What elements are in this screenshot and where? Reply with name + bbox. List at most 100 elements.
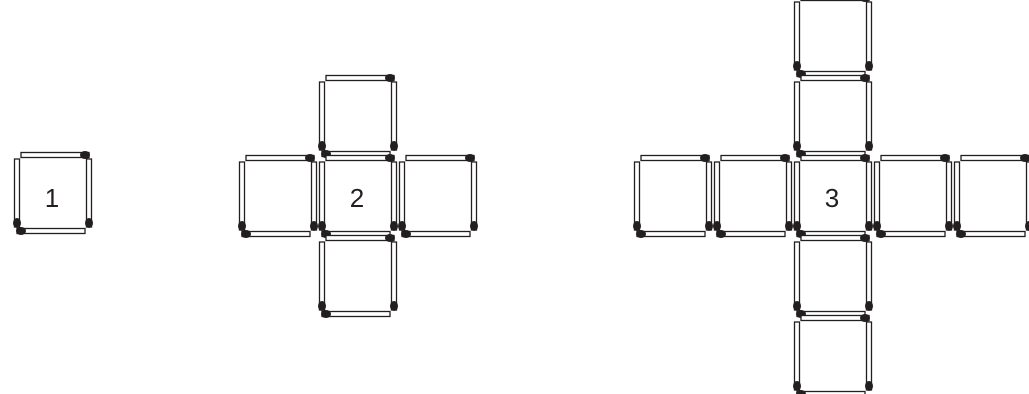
matchstick-body [867,2,872,70]
matchstick-head [321,310,331,318]
matchstick [390,82,398,151]
figure-2-label: 2 [350,183,364,213]
matchstick [716,230,785,238]
matchstick-head [865,381,873,391]
matchstick [961,154,1029,162]
matchstick-head [16,227,26,235]
matchstick-body [326,76,394,81]
matchstick [246,154,315,162]
matchstick [406,154,475,162]
matchstick-head [398,221,406,231]
matchstick-body [877,232,945,237]
matchstick-head [700,154,710,162]
matchstick [636,230,705,238]
matchstick-body [795,82,800,150]
matchstick-body [801,76,869,81]
matchstick [873,162,881,231]
matchstick-head [940,154,950,162]
matchstick [21,151,90,159]
matchstick-head [780,154,790,162]
matchstick-head [865,141,873,151]
matchstick-head [318,141,326,151]
matchstick [390,242,398,311]
matchstick-head [305,154,315,162]
matchstick-body [320,242,325,310]
matchstick [326,234,395,242]
matchstick [793,82,801,151]
matchstick-body [320,82,325,150]
matchstick-body [87,159,92,227]
matchstick [713,162,721,231]
matchstick-head [865,301,873,311]
matchstick [398,162,406,231]
matchstick-head [860,74,870,82]
matchstick [876,230,945,238]
matchstick-head [705,221,713,231]
matchstick-head [385,74,395,82]
matchstick [881,154,950,162]
matchstick [238,162,246,231]
matchstick [801,314,870,322]
matchstick-body [635,162,640,230]
matchstick [241,230,310,238]
matchstick [865,2,873,71]
matchstick [865,242,873,311]
figure-1: 1 [13,151,93,235]
matchstick-body [801,156,869,161]
matchstick [796,390,865,394]
matchstick-body [15,159,20,227]
matchstick-head [636,230,646,238]
matchstick-body [240,162,245,230]
matchstick [318,162,326,231]
matchstick-head [860,234,870,242]
matchstick-body [472,162,477,230]
matchstick-body [326,156,394,161]
matchstick-body [402,232,470,237]
matchstick-head [465,154,475,162]
matchstick-body [717,232,785,237]
matchstick-head [865,61,873,71]
matchstick-head [876,230,886,238]
matchstick [326,74,395,82]
matchstick-head [385,154,395,162]
matchstick-body [875,162,880,230]
matchstick-body [707,162,712,230]
matchstick-body [21,153,89,158]
matchstick [318,242,326,311]
matchstick [401,230,470,238]
matchstick-head [390,221,398,231]
matchstick-body [392,242,397,310]
matchstick-head [385,234,395,242]
matchstick-head [85,218,93,228]
matchstick-head [793,221,801,231]
matchstick-head [241,230,251,238]
matchstick [310,162,318,231]
matchstick-body [801,316,869,321]
matchstick-head [793,61,801,71]
matchstick [85,159,93,228]
matchstick [13,159,21,228]
matchstick-body [17,229,85,234]
matchstick-body [721,156,789,161]
matchstick [793,162,801,231]
matchstick-head [956,230,966,238]
matchstick [793,2,801,71]
matchstick-body [867,162,872,230]
matchstick-head [785,221,793,231]
matchstick-head [716,230,726,238]
matchstick [633,162,641,231]
matchstick [793,242,801,311]
figure-1-label: 1 [45,183,59,213]
matchstick-body [795,322,800,390]
matchstick [801,154,870,162]
matchstick-body [312,162,317,230]
matchstick-body [801,236,869,241]
matchstick-body [787,162,792,230]
matchstick-body [400,162,405,230]
matchstick-head [401,230,411,238]
matchstick-body [326,236,394,241]
matchstick [326,154,395,162]
matchstick [390,162,398,231]
matchstick-head [1025,221,1029,231]
